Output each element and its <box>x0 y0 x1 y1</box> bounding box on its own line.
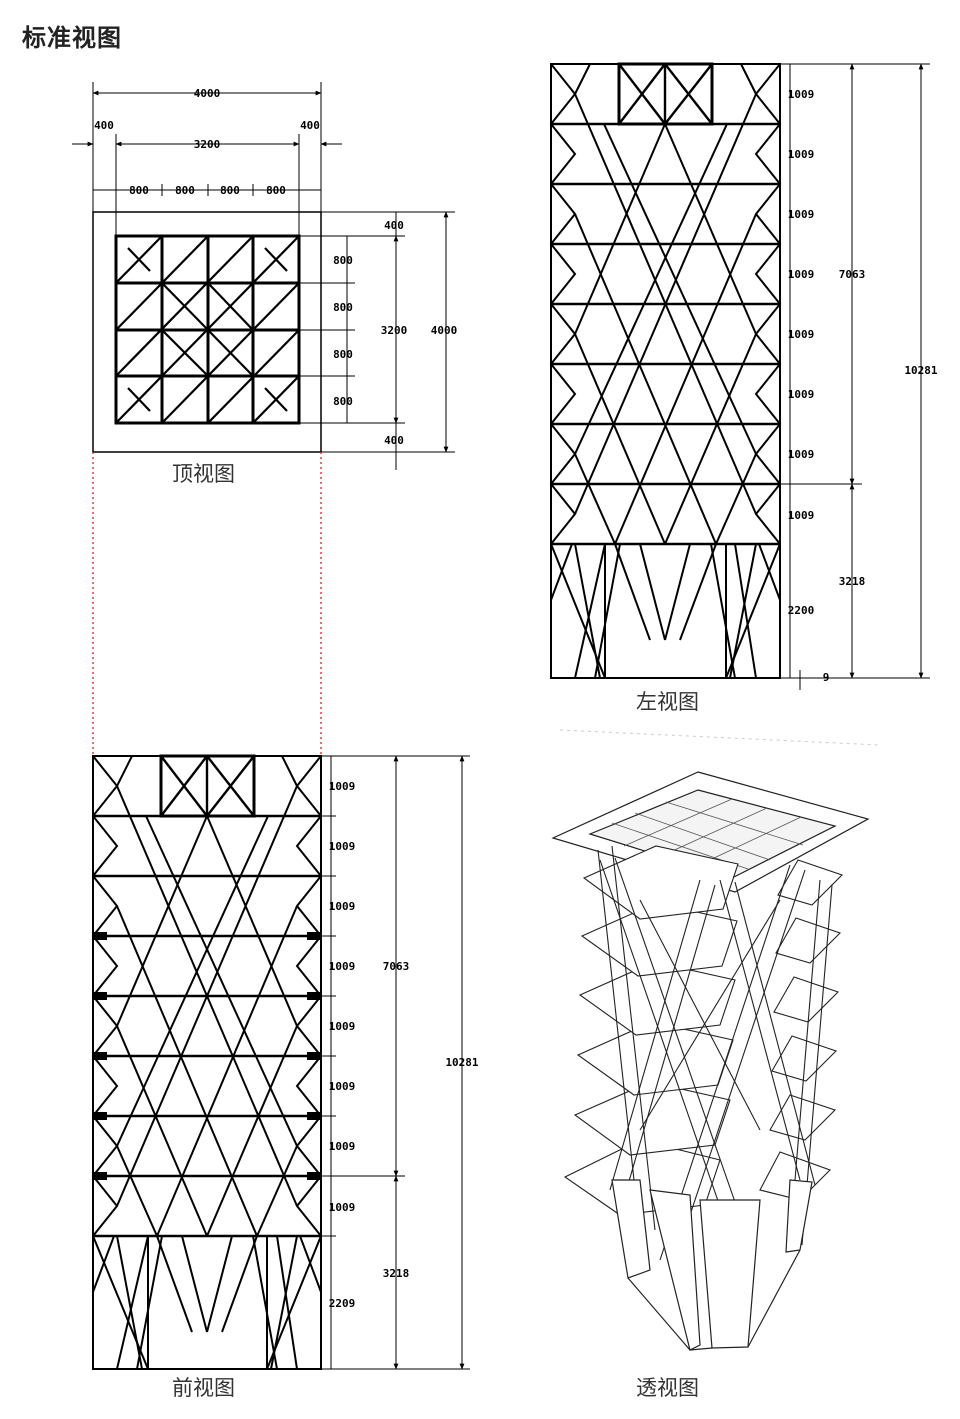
dim-front-lower: 3218 <box>383 1267 410 1280</box>
top-diagonal-braces <box>115 235 300 424</box>
dim-top-module-y: 800 <box>333 301 353 314</box>
dim-front-floor: 1009 <box>329 1080 356 1093</box>
dim-left-floor: 1009 <box>788 148 815 161</box>
front-outline <box>92 755 322 1370</box>
dim-left-floor: 1009 <box>788 88 815 101</box>
dim-left-floor: 1009 <box>788 448 815 461</box>
caption-perspective-view: 透视图 <box>636 1376 699 1400</box>
dim-top-module-x: 800 <box>220 184 240 197</box>
dim-top-overall: 4000 <box>194 87 221 100</box>
dim-left-lower: 3218 <box>839 575 866 588</box>
dim-left-floor: 1009 <box>788 388 815 401</box>
dim-front-floor: 1009 <box>329 1020 356 1033</box>
perspective-separator <box>559 729 881 746</box>
left-view: 1009 1009 1009 1009 1009 1009 1009 1009 … <box>549 62 938 690</box>
dim-top-margin-bottom: 400 <box>384 434 404 447</box>
dim-top-module-x: 800 <box>175 184 195 197</box>
dim-left-floor: 1009 <box>788 328 815 341</box>
perspective-legs <box>611 1179 813 1351</box>
page-title: 标准视图 <box>22 24 122 52</box>
dim-top-module-y: 800 <box>333 395 353 408</box>
dim-top-module-x: 800 <box>129 184 149 197</box>
caption-front-view: 前视图 <box>172 1376 235 1400</box>
dim-front-floor: 1009 <box>329 1201 356 1214</box>
dim-front-floor: 1009 <box>329 840 356 853</box>
dim-front-floor: 1009 <box>329 960 356 973</box>
dim-top-overall-vertical: 4000 <box>431 324 458 337</box>
dim-left-floor: 1009 <box>788 509 815 522</box>
dim-front-floor: 1009 <box>329 780 356 793</box>
caption-top-view: 顶视图 <box>172 462 235 486</box>
dim-top-module-y: 800 <box>333 348 353 361</box>
dim-front-total: 10281 <box>445 1056 478 1069</box>
dim-left-floor: 1009 <box>788 208 815 221</box>
dim-top-margin-top: 400 <box>384 219 404 232</box>
caption-left-view: 左视图 <box>636 690 699 714</box>
dim-top-margin-right: 400 <box>300 119 320 132</box>
front-dimension-lines <box>321 755 470 1370</box>
dim-top-module-x: 800 <box>266 184 286 197</box>
top-dimension-lines <box>72 82 455 470</box>
perspective-view <box>551 771 870 1351</box>
dim-top-margin-left: 400 <box>94 119 114 132</box>
left-legs <box>550 543 781 679</box>
front-floor-joints <box>93 932 321 1180</box>
left-dimension-lines <box>780 63 930 690</box>
top-view: 4000 3200 400 400 800 800 800 800 400 40… <box>72 82 457 470</box>
dim-left-base: 9 <box>823 671 830 684</box>
left-diagonal-lattice <box>549 63 782 545</box>
front-view: 1009 1009 1009 1009 1009 1009 1009 1009 … <box>91 754 479 1370</box>
dim-front-floor: 1009 <box>329 1140 356 1153</box>
dim-front-leg: 2209 <box>329 1297 356 1310</box>
dim-front-floor: 1009 <box>329 900 356 913</box>
dim-left-total: 10281 <box>904 364 937 377</box>
dim-front-upper: 7063 <box>383 960 410 973</box>
left-outline <box>550 63 781 679</box>
dim-left-upper: 7063 <box>839 268 866 281</box>
dim-top-inner: 3200 <box>194 138 221 151</box>
front-diagonal-lattice <box>91 755 323 1237</box>
dim-left-floor: 1009 <box>788 268 815 281</box>
dim-top-inner-vertical: 3200 <box>381 324 408 337</box>
dim-top-module-y: 800 <box>333 254 353 267</box>
front-legs <box>92 1235 322 1370</box>
top-outer-frame <box>92 211 322 453</box>
dim-left-leg: 2200 <box>788 604 815 617</box>
projection-lines <box>92 452 322 756</box>
